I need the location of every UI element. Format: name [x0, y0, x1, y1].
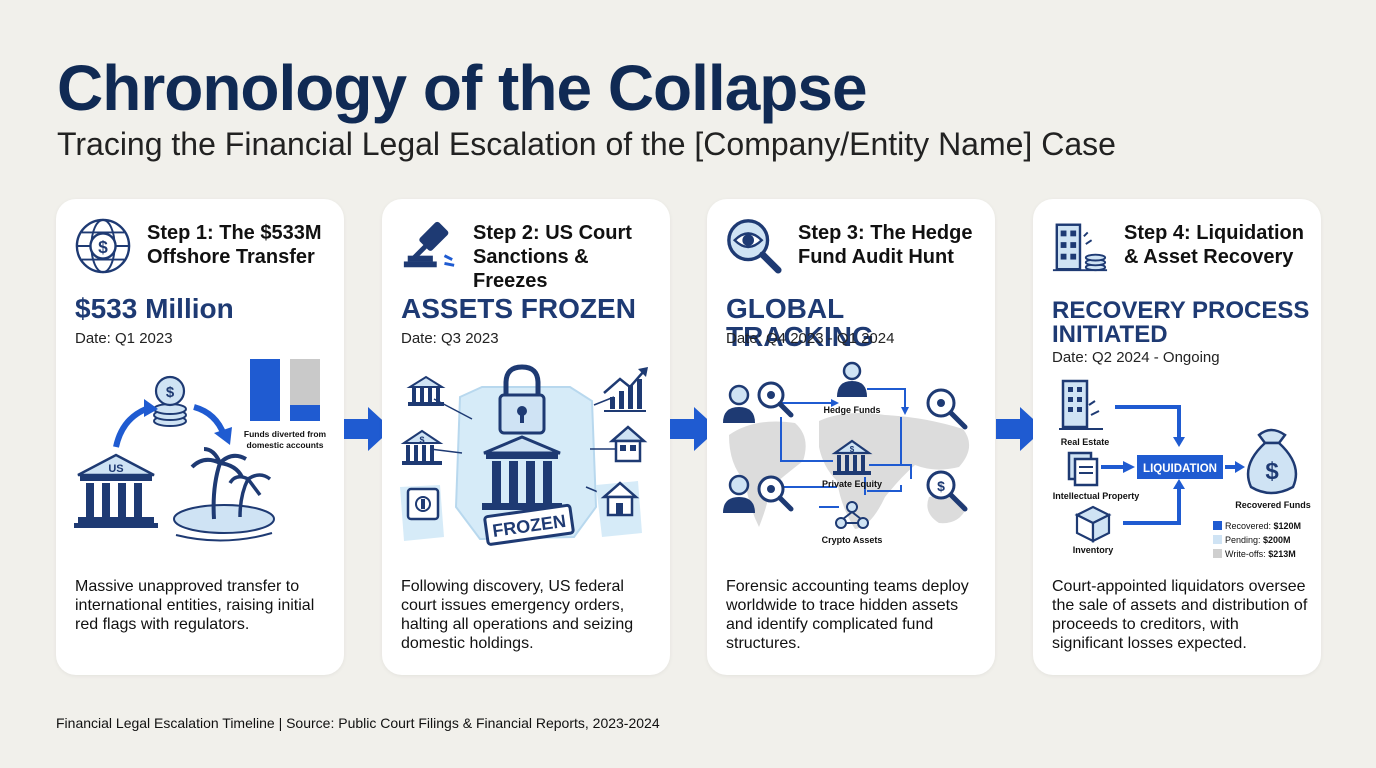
step-card-4: Step 4: Liquidation & Asset Recovery REC…: [1033, 199, 1321, 675]
legend-writeoffs: Write-offs: $213M: [1225, 549, 1296, 559]
global-tracking-illustration: Hedge Funds $ Private Equity $: [723, 361, 970, 545]
step-title: Step 2: US Court Sanctions & Freezes: [473, 222, 632, 292]
flow-arrow-3: [996, 407, 1044, 451]
house-icon: [608, 425, 648, 463]
offshore-transfer-illustration: Funds diverted from domestic accounts $ …: [74, 359, 327, 542]
recovered-funds-label: Recovered Funds: [1235, 500, 1311, 510]
dollar-bank-icon: $: [400, 429, 444, 465]
footer-source: Financial Legal Escalation Timeline | So…: [56, 715, 660, 731]
step-date: Date: Q4 2023 - Q1 2024: [726, 330, 895, 347]
real-estate-label: Real Estate: [1061, 437, 1110, 447]
dollar-magnifier-icon: $: [926, 470, 968, 512]
legend-swatch-writeoffs: [1213, 549, 1222, 558]
svg-text:$: $: [166, 384, 175, 401]
investigator-icon: [723, 381, 794, 423]
real-estate-icon: [1059, 379, 1103, 430]
diverted-bar: [250, 359, 280, 421]
inventory-label: Inventory: [1073, 545, 1114, 555]
private-equity-label: Private Equity: [822, 479, 882, 489]
investigator-icon-2: [723, 474, 794, 513]
private-equity-bank-icon: $: [831, 439, 873, 475]
growth-chart-icon: [603, 367, 648, 412]
step-date: Date: Q2 2024 - Ongoing: [1052, 349, 1220, 366]
gavel-icon: [403, 221, 455, 268]
intellectual-property-label: Intellectual Property: [1053, 491, 1140, 501]
crypto-network-icon: [835, 501, 869, 529]
liquidation-box: [1137, 455, 1223, 479]
magnifier-eye-icon: [727, 219, 782, 274]
svg-text:$: $: [419, 435, 424, 445]
frozen-stamp: FROZEN: [483, 503, 575, 546]
step-headline: $533 Million: [75, 293, 234, 324]
hedge-fund-manager-icon: [837, 361, 867, 397]
step-title: Step 3: The Hedge Fund Audit Hunt: [798, 222, 973, 268]
globe-dollar-icon: $: [75, 218, 131, 274]
flow-arrow-1: [344, 407, 392, 451]
svg-text:$: $: [1265, 458, 1279, 485]
buildings-coins-icon: [1052, 223, 1108, 272]
legend-swatch-recovered: [1213, 521, 1222, 530]
recovery-legend: Recovered: $120M Pending: $200M Write-of…: [1213, 521, 1301, 559]
diverted-label-1: Funds diverted from: [244, 429, 327, 439]
step-card-3: Step 3: The Hedge Fund Audit Hunt GLOBAL…: [707, 199, 995, 675]
frozen-assets-illustration: FROZEN $: [400, 364, 648, 546]
step-headline: RECOVERY PROCESS INITIATED: [1052, 297, 1310, 348]
step-headline: GLOBAL TRACKING: [726, 293, 874, 352]
step-description: Court-appointed liquidators oversee the …: [1052, 578, 1308, 652]
step-title: Step 4: Liquidation & Asset Recovery: [1124, 222, 1304, 268]
legend-recovered: Recovered: $120M: [1225, 521, 1301, 531]
step-headline: ASSETS FROZEN: [401, 293, 636, 324]
remaining-bar-blue: [290, 405, 320, 421]
step-description: Following discovery, US federal court is…: [401, 578, 634, 652]
step-date: Date: Q1 2023: [75, 330, 173, 347]
svg-text:$: $: [937, 478, 945, 494]
us-label: US: [108, 463, 123, 475]
svg-text:$: $: [850, 445, 855, 454]
step-card-2: Step 2: US Court Sanctions & Freezes ASS…: [382, 199, 670, 675]
diverted-label-2: domestic accounts: [247, 440, 324, 450]
transfer-arrow-right: [193, 404, 227, 437]
step-description: Massive unapproved transfer to internati…: [75, 578, 315, 633]
step-title: Step 1: The $533M Offshore Transfer: [147, 222, 322, 268]
flow-arrow-2: [670, 407, 718, 451]
step-description: Forensic accounting teams deploy worldwi…: [726, 578, 969, 652]
step-card-1: $ Step 1: The $533M Offshore Transfer $5…: [56, 199, 344, 675]
world-map: [729, 413, 970, 529]
frozen-house-icon: [596, 481, 642, 537]
crypto-assets-label: Crypto Assets: [822, 535, 883, 545]
page-subtitle: Tracing the Financial Legal Escalation o…: [57, 126, 1116, 162]
inventory-icon: [1074, 505, 1112, 543]
coin-stack-icon: $: [153, 375, 187, 427]
asset-recovery-illustration: Real Estate Intellectual Property Invent…: [1053, 379, 1311, 559]
liquidation-label: LIQUIDATION: [1143, 463, 1217, 475]
legend-pending: Pending: $200M: [1225, 535, 1291, 545]
page-title: Chronology of the Collapse: [57, 52, 868, 124]
hedge-funds-label: Hedge Funds: [823, 405, 880, 415]
transfer-arrow-left: [113, 406, 148, 448]
palm-island-icon: [173, 447, 275, 542]
intellectual-property-icon: [1067, 451, 1099, 487]
central-bank-icon: [482, 435, 562, 510]
money-bag-icon: $: [1246, 428, 1298, 495]
safe-icon: [400, 485, 444, 541]
remaining-bar: [290, 359, 320, 405]
legend-swatch-pending: [1213, 535, 1222, 544]
small-bank-icon: [406, 375, 446, 406]
us-bank-icon: US: [74, 453, 158, 528]
svg-text:$: $: [98, 237, 108, 257]
magnifier-eye-icon-small: [926, 388, 968, 430]
step-date: Date: Q3 2023: [401, 330, 499, 347]
padlock-icon: [498, 364, 546, 435]
